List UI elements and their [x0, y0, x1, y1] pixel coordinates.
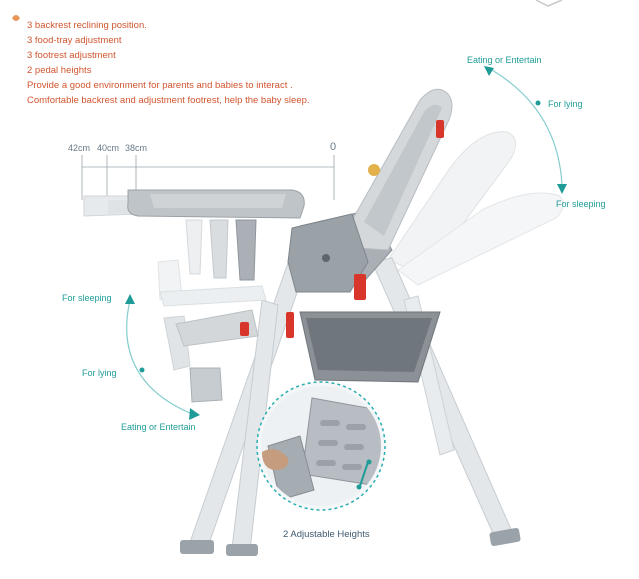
pedal-magnifier [256, 381, 386, 511]
hand-icon [262, 449, 289, 470]
feature-item: 3 food-tray adjustment [27, 35, 122, 46]
footrest-arrow-bottom-icon [189, 408, 200, 420]
backrest-arc [491, 69, 563, 186]
footrest-sleeping-label: For sleeping [62, 293, 112, 303]
backrest-arrow-top-icon [484, 66, 494, 76]
footrest-arc [126, 299, 193, 415]
tray-measure-38: 38cm [125, 143, 148, 153]
brand-mark-icon [12, 15, 20, 21]
feature-item: 3 backrest reclining position. [27, 20, 147, 31]
footrest-positions [157, 259, 294, 403]
tray-measure-zero: 0 [330, 141, 337, 153]
footrest-lying-dot [139, 367, 145, 373]
food-tray [83, 189, 305, 281]
pedal-caption: 2 Adjustable Heights [283, 529, 370, 540]
recline-red-lever [354, 274, 366, 300]
seat-and-backrest [287, 88, 453, 300]
storage-basket [299, 311, 441, 383]
backrest-arrow-bottom-icon [557, 184, 567, 194]
feature-item: Comfortable backrest and adjustment foot… [27, 95, 310, 106]
footrest-eating-label: Eating or Entertain [121, 422, 196, 432]
backrest-lying-dot [535, 100, 541, 106]
footrest-red-lever [286, 312, 294, 338]
backrest-lying-label: For lying [548, 99, 583, 109]
feature-item: 3 footrest adjustment [27, 50, 116, 61]
seat-pattern-icon [368, 164, 380, 176]
tray-measure-42: 42cm [68, 143, 91, 153]
backrest-red-button [436, 120, 444, 138]
backrest-sleeping-label: For sleeping [556, 199, 606, 209]
backrest-ghost-positions [387, 131, 564, 286]
feature-list: 3 backrest reclining position. 3 food-tr… [27, 18, 310, 108]
backrest-eating-label: Eating or Entertain [467, 55, 542, 65]
footrest-red-button [240, 322, 249, 336]
pedal-height-dot-top [366, 459, 372, 465]
tray-measure-40: 40cm [97, 143, 120, 153]
pedal-height-dot-bottom [356, 484, 362, 490]
feature-item: 2 pedal heights [27, 65, 92, 76]
corner-decoration [535, 0, 563, 7]
footrest-lying-label: For lying [82, 368, 117, 378]
feature-item: Provide a good environment for parents a… [27, 80, 293, 91]
footrest-arrow-top-icon [125, 294, 135, 304]
